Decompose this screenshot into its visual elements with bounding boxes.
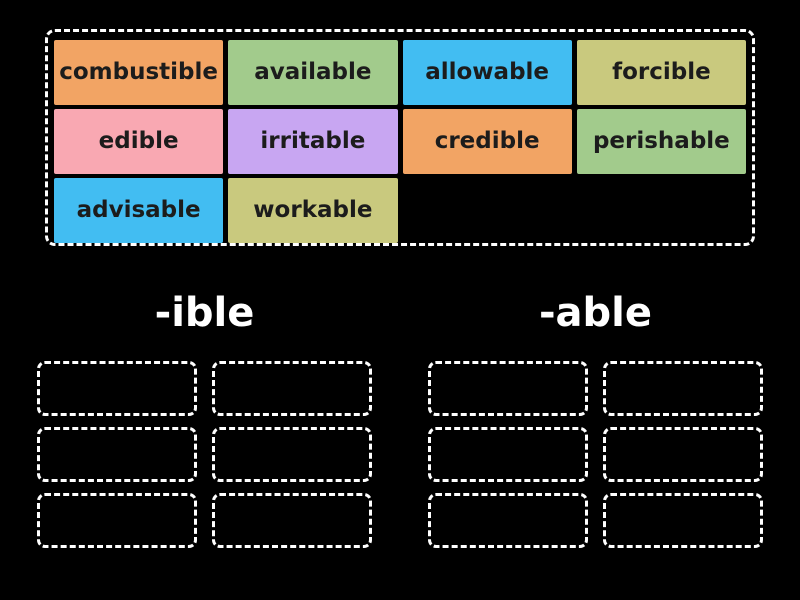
word-tile[interactable]: edible (54, 109, 224, 174)
group-title-ible: -ible (154, 290, 255, 336)
drop-slot[interactable] (428, 361, 588, 416)
word-tile[interactable]: credible (402, 109, 572, 174)
group-able: -able (428, 287, 763, 548)
group-able-slots (428, 361, 763, 548)
word-tile[interactable]: perishable (576, 109, 746, 174)
word-tile[interactable]: combustible (54, 40, 224, 105)
group-ible-slots (37, 361, 372, 548)
drop-slot[interactable] (212, 427, 372, 482)
group-title-able: -able (538, 290, 653, 336)
word-bank: combustible available allowable forcible… (45, 29, 755, 246)
drop-slot[interactable] (428, 493, 588, 548)
word-tile[interactable]: available (228, 40, 398, 105)
drop-slot[interactable] (212, 361, 372, 416)
group-ible: -ible (37, 287, 372, 548)
drop-slot[interactable] (603, 493, 763, 548)
category-groups: -ible -able (37, 287, 763, 548)
drop-slot[interactable] (37, 493, 197, 548)
drop-slot[interactable] (37, 427, 197, 482)
drop-slot[interactable] (603, 361, 763, 416)
drop-slot[interactable] (37, 361, 197, 416)
word-tile[interactable]: workable (228, 178, 398, 243)
drop-slot[interactable] (428, 427, 588, 482)
drop-slot[interactable] (603, 427, 763, 482)
word-tile[interactable]: forcible (576, 40, 746, 105)
drop-slot[interactable] (212, 493, 372, 548)
word-tile[interactable]: irritable (228, 109, 398, 174)
word-tile[interactable]: advisable (54, 178, 224, 243)
word-tile[interactable]: allowable (402, 40, 572, 105)
